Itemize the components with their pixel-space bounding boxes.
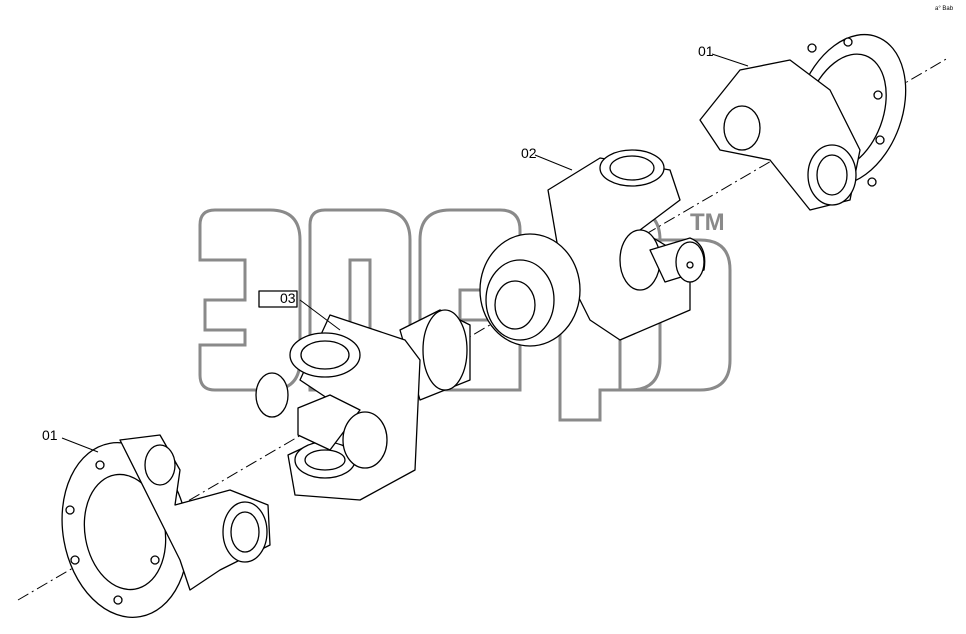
leader-left-yoke <box>299 299 341 331</box>
leader-top-right <box>711 53 749 67</box>
leader-center <box>534 154 573 171</box>
flange-yoke-bottom-left <box>61 434 271 618</box>
part-label-top-right: 01 <box>698 43 714 59</box>
part-label-left-yoke: 03 <box>280 290 296 306</box>
part-label-bottom-left: 01 <box>42 427 58 443</box>
trademark-label: TM <box>690 209 725 236</box>
slip-yoke-center <box>479 149 706 347</box>
part-label-center: 02 <box>521 145 537 161</box>
flange-yoke-top-right <box>699 33 907 211</box>
leader-bottom-left <box>61 437 99 453</box>
label-box-03 <box>258 290 298 308</box>
universal-joint-yoke <box>255 314 421 501</box>
corner-mark: a° Bab <box>935 6 954 12</box>
